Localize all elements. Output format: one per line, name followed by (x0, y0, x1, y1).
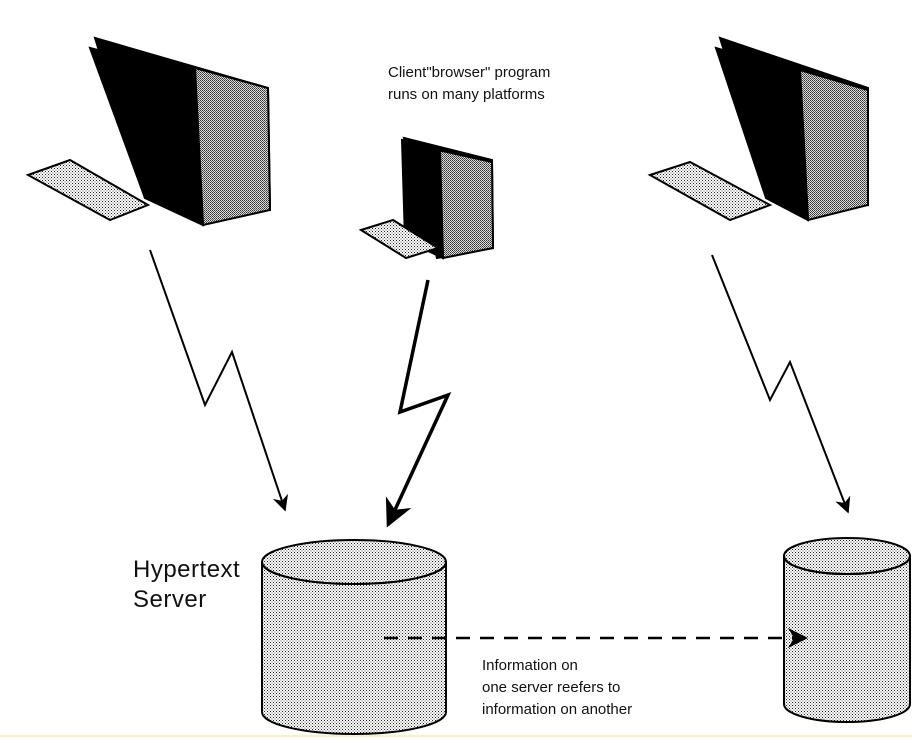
link-arrow-middle (385, 279, 452, 528)
link-label: Information on one server reefers to inf… (482, 655, 632, 721)
hypertext-server-cylinder (261, 539, 447, 735)
client-computer-left (25, 36, 272, 227)
link-label-line3: information on another (482, 701, 633, 718)
other-server-cylinder (783, 537, 911, 723)
server-label: Hypertext Server (133, 555, 240, 615)
link-label-line2: one server reefers to (482, 679, 621, 696)
link-arrow-right (711, 254, 851, 514)
server-label-line1: Hypertext (133, 556, 241, 583)
bottom-rule (0, 735, 912, 737)
link-arrow-left (149, 249, 289, 512)
client-label: Client"browser" program runs on many pla… (388, 62, 550, 106)
client-label-line1: Client"browser" program (388, 64, 551, 81)
client-computer-middle (358, 136, 495, 260)
link-label-line1: Information on (482, 657, 578, 674)
server-label-line2: Server (133, 586, 207, 613)
client-label-line2: runs on many platforms (388, 86, 545, 103)
client-computer-right (647, 36, 869, 222)
